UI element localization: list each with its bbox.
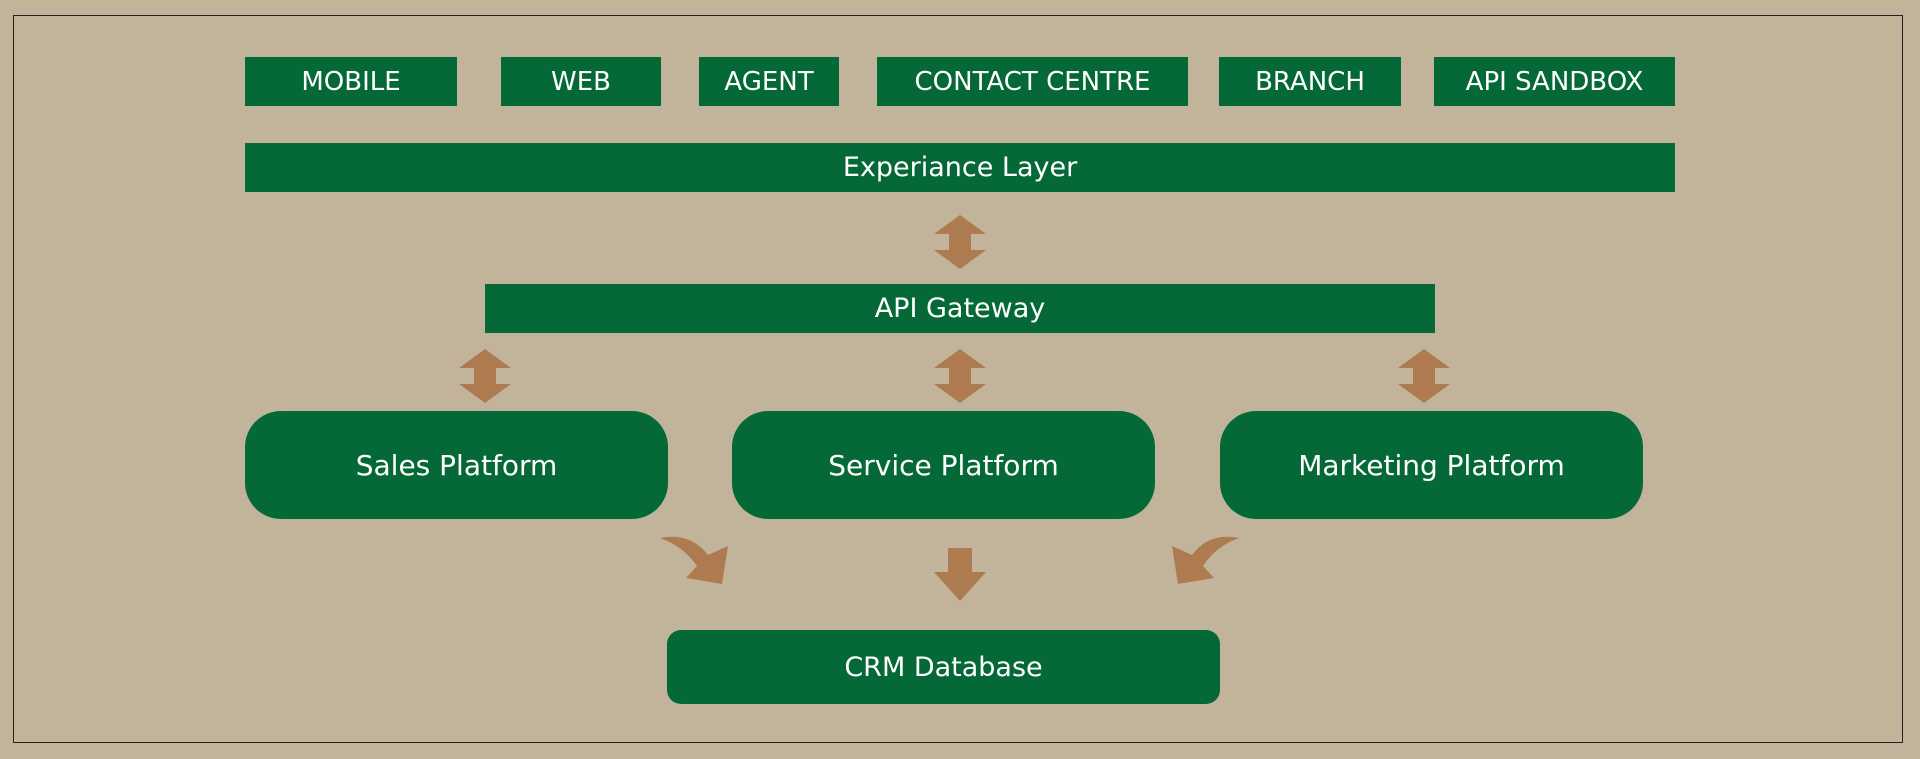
marketing-platform-label: Marketing Platform xyxy=(1298,448,1565,482)
channel-agent: AGENT xyxy=(699,57,839,106)
channel-branch-label: BRANCH xyxy=(1255,66,1365,97)
marketing-platform: Marketing Platform xyxy=(1220,411,1643,519)
channel-web: WEB xyxy=(501,57,661,106)
sales-platform-label: Sales Platform xyxy=(355,448,558,482)
channel-contact-centre-label: CONTACT CENTRE xyxy=(914,66,1151,97)
experience-layer-label: Experiance Layer xyxy=(842,152,1078,183)
crm-database: CRM Database xyxy=(667,630,1220,704)
channel-web-label: WEB xyxy=(551,66,611,97)
channel-branch: BRANCH xyxy=(1219,57,1401,106)
service-platform: Service Platform xyxy=(732,411,1155,519)
channel-mobile-label: MOBILE xyxy=(301,66,401,97)
channel-api-sandbox-label: API SANDBOX xyxy=(1465,66,1644,97)
api-gateway: API Gateway xyxy=(485,284,1435,333)
channel-mobile: MOBILE xyxy=(245,57,457,106)
experience-layer: Experiance Layer xyxy=(245,143,1675,192)
channel-api-sandbox: API SANDBOX xyxy=(1434,57,1675,106)
sales-platform: Sales Platform xyxy=(245,411,668,519)
channel-contact-centre: CONTACT CENTRE xyxy=(877,57,1188,106)
channel-agent-label: AGENT xyxy=(724,66,814,97)
crm-database-label: CRM Database xyxy=(844,651,1043,683)
api-gateway-label: API Gateway xyxy=(874,293,1046,324)
diagram-frame xyxy=(13,15,1903,743)
service-platform-label: Service Platform xyxy=(828,448,1059,482)
